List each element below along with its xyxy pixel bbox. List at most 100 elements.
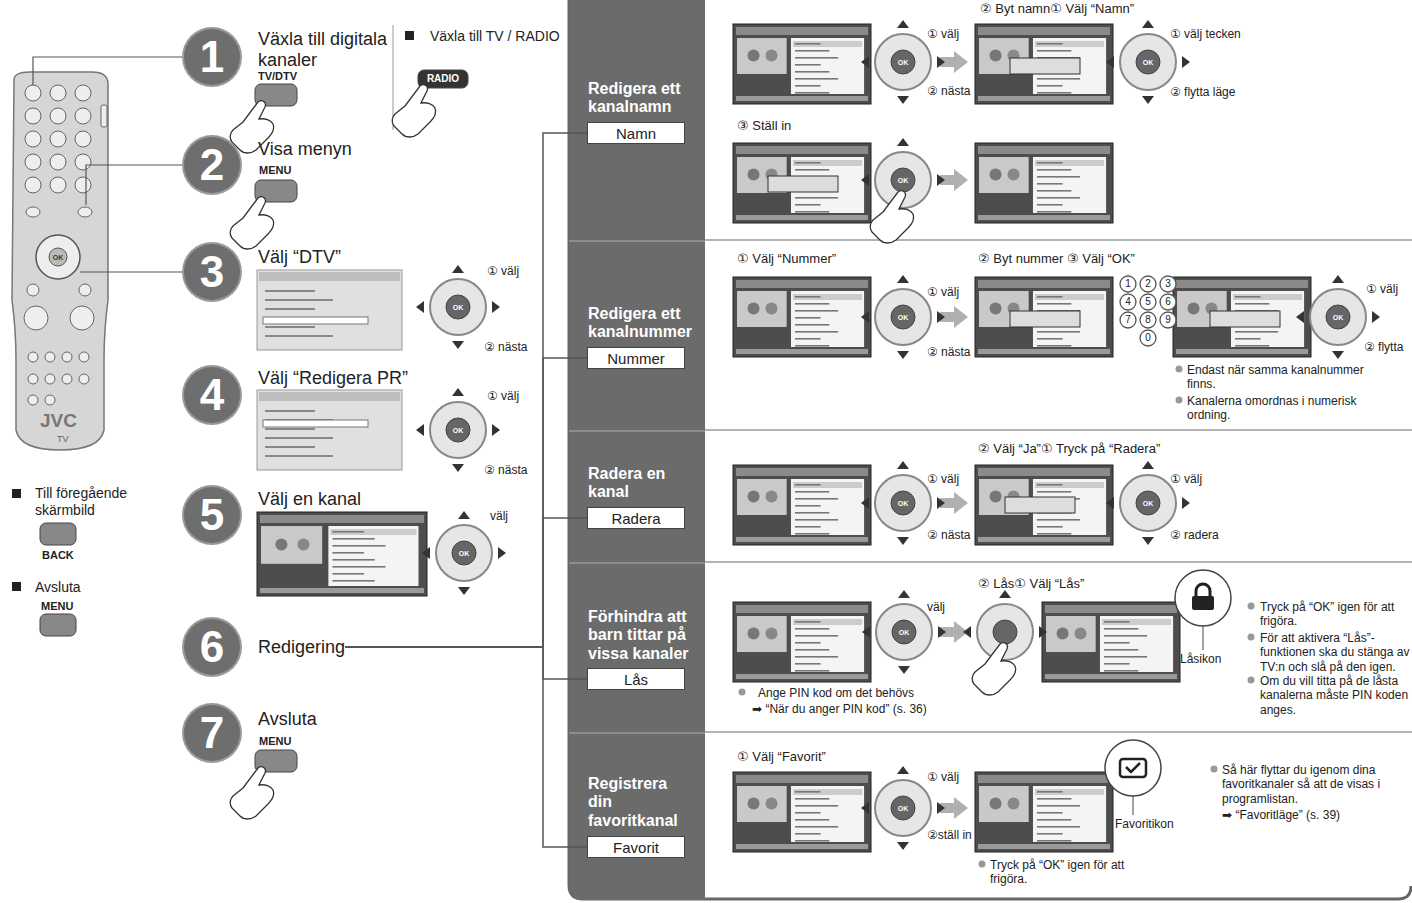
step-number: 6 [200, 622, 224, 672]
screen-line [795, 338, 821, 340]
digit-key: 6 [1165, 297, 1171, 307]
ok-label: OK [898, 59, 909, 66]
screen-line [332, 573, 364, 575]
screen-line [795, 819, 829, 821]
ok-label: OK [453, 427, 464, 434]
screen-figure [748, 303, 760, 315]
screen-line [795, 71, 829, 73]
screen-line [795, 204, 821, 206]
section-heading: Redigera ett kanalnamn [588, 80, 706, 117]
lock-icon-frame [1175, 570, 1231, 626]
remote-button [27, 284, 39, 296]
digit-key: 0 [1145, 333, 1151, 343]
remote-button [45, 374, 55, 384]
dpad-ok [446, 295, 470, 319]
pressing-hand [230, 197, 273, 249]
remote-button [62, 374, 72, 384]
remote-button [75, 85, 91, 101]
note-text: För att aktivera “Lås”-funktionen ska du… [1260, 631, 1410, 674]
remote-button [45, 352, 55, 362]
screen-highlight [1233, 294, 1302, 300]
screen-line [1037, 798, 1071, 800]
section-band: Radera en kanalRadera [569, 430, 705, 562]
step-number: 7 [200, 708, 224, 758]
screen-bar [978, 468, 1110, 476]
remote-button [28, 374, 38, 384]
screen-line [1037, 826, 1080, 828]
dpad-ring [875, 475, 931, 531]
control-hint: välj [490, 509, 508, 523]
step-circle: 4 [184, 367, 240, 423]
screen-line [1037, 833, 1063, 835]
control-hint: välj [927, 600, 945, 614]
screen-picture [737, 38, 787, 74]
screen-line [795, 533, 829, 535]
ok-label: OK [898, 177, 909, 184]
dpad-ring [430, 279, 486, 335]
remote-button [75, 177, 91, 193]
connector-line [345, 647, 587, 679]
section-divider [705, 429, 1412, 431]
control-hint: ② nästa [927, 84, 970, 98]
screen-line [1037, 211, 1071, 213]
screen-line [1037, 338, 1063, 340]
screen-line [1037, 791, 1063, 793]
pressing-hand [230, 767, 273, 819]
panel-outline [569, 0, 1411, 899]
screen-figure [990, 303, 1002, 315]
screen-frame [975, 772, 1113, 852]
menu-bar [259, 272, 400, 281]
remote-key [40, 614, 76, 636]
screen-line [795, 43, 821, 45]
screen-bar [1045, 605, 1177, 613]
screen-bar [978, 537, 1110, 542]
keypad-key [1140, 330, 1156, 346]
screen-line [795, 656, 838, 658]
icon-caption: Låsikon [1180, 652, 1221, 666]
bullet-dot [1248, 677, 1255, 684]
remote-button [50, 177, 66, 193]
screen-line [795, 642, 821, 644]
screen-frame [975, 143, 1113, 223]
keypad-key [1140, 312, 1156, 328]
digit-key: 7 [1125, 315, 1131, 325]
menu-line [265, 455, 333, 457]
menu-highlight [263, 317, 368, 324]
screen-line [1037, 526, 1063, 528]
remote-body [12, 72, 108, 450]
step-label: Välj “Redigera PR” [258, 368, 408, 389]
step-number: 3 [200, 247, 224, 297]
screen-figure [766, 50, 778, 62]
remote-button [25, 131, 41, 147]
screen-line [1235, 331, 1278, 333]
screen-line [795, 670, 829, 672]
screen-line [795, 805, 838, 807]
screen-figure [298, 538, 310, 550]
connector-line [345, 133, 587, 647]
bullet-square [12, 582, 21, 591]
remote-button [25, 108, 41, 124]
screen-line [795, 505, 821, 507]
icon-caption: Favoritikon [1115, 817, 1174, 831]
digit-key: 1 [1125, 279, 1131, 289]
remote-button [101, 105, 107, 127]
screen-line [1104, 642, 1130, 644]
divider-line [393, 25, 394, 130]
screen-line [1037, 491, 1071, 493]
page-reference: ➡ “Favoritläge” (s. 39) [1222, 808, 1340, 822]
screen-figure [1188, 303, 1200, 315]
screen-figure [766, 628, 778, 640]
screen-line [1037, 812, 1063, 814]
screen-frame [733, 602, 871, 682]
button-label: MENU [41, 600, 73, 613]
ok-label: OK [1333, 314, 1344, 321]
pressing-hand [870, 191, 913, 243]
step-label: Visa menyn [258, 139, 352, 160]
screen-frame [975, 277, 1113, 357]
screen-line [795, 635, 838, 637]
menu-line [265, 446, 315, 448]
screen-highlight [1035, 482, 1104, 488]
control-hint: ② nästa [484, 463, 527, 477]
remote-button [62, 352, 72, 362]
